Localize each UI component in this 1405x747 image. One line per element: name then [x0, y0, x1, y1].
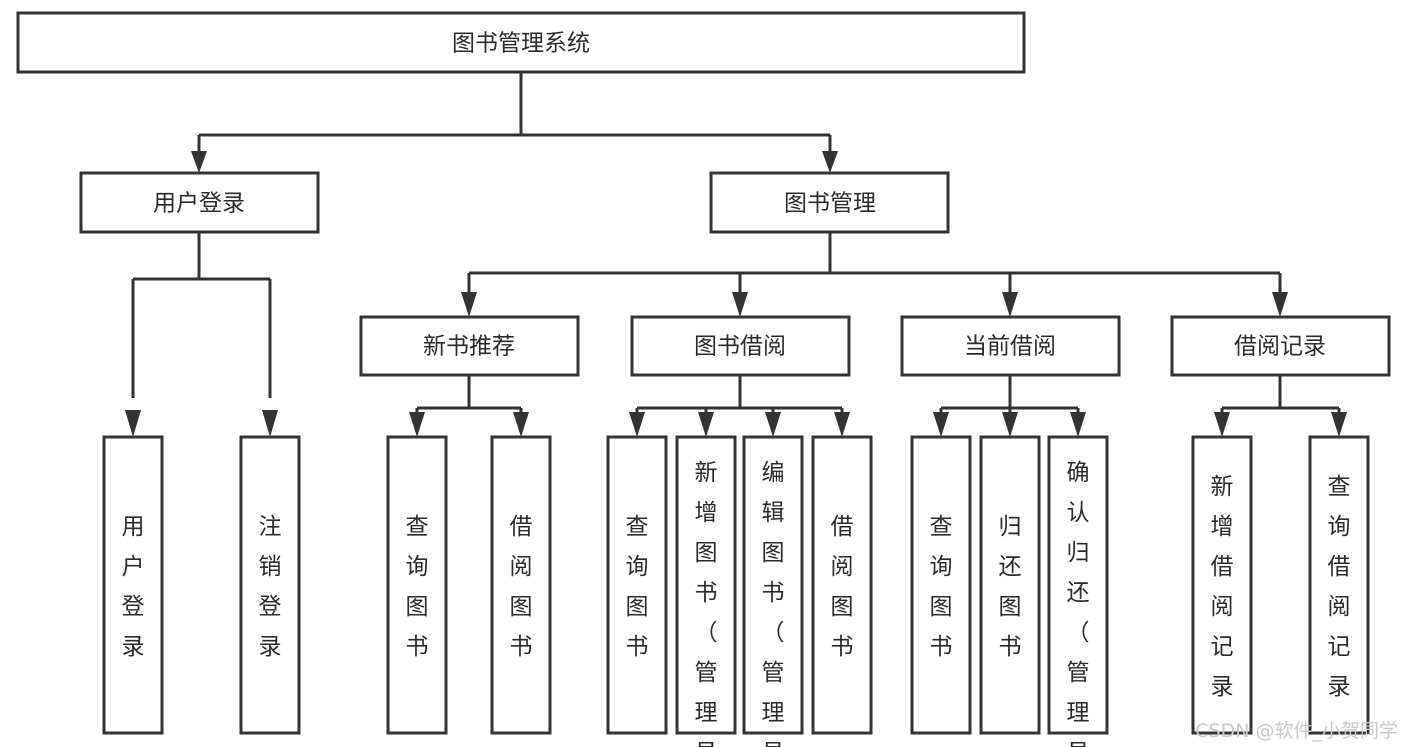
arrow-new-book-leaf-1	[409, 412, 425, 437]
arrow-br-leaf-2	[1331, 412, 1347, 437]
node-new-book-recommend-label: 新书推荐	[423, 334, 515, 360]
leaf-user-login-1-box[interactable]	[102, 435, 164, 735]
leaf-new-book-2[interactable]: 借阅图书	[490, 435, 552, 735]
node-new-book-recommend-box[interactable]	[359, 315, 580, 377]
node-current-borrow[interactable]: 当前借阅	[900, 315, 1121, 377]
node-book-borrow[interactable]: 图书借阅	[630, 315, 851, 377]
arrow-br-leaf-1	[1214, 412, 1230, 437]
node-root-label: 图书管理系统	[452, 31, 590, 57]
arrow-user-login-leaf-1	[125, 410, 141, 437]
node-book-management-box[interactable]	[709, 171, 950, 234]
leaf-book-borrow-4[interactable]: 借阅图书	[811, 435, 873, 735]
arrow-new-book-leaf-2	[513, 412, 529, 437]
leaf-new-book-1-label: 查询图书	[406, 514, 429, 660]
arrow-bb-leaf-2	[698, 412, 714, 437]
leaf-new-book-1-box[interactable]	[386, 435, 448, 735]
leaf-current-borrow-2-label: 归还图书	[999, 514, 1022, 660]
arrow-root-to-user-login	[191, 151, 207, 173]
leaf-book-borrow-1-box[interactable]	[606, 435, 668, 735]
leaf-current-borrow-3-box[interactable]	[1047, 435, 1109, 735]
node-user-login-box[interactable]	[79, 171, 320, 234]
leaf-user-login-2[interactable]: 注销登录	[239, 435, 301, 735]
leaf-book-borrow-3-label: 编辑图书（管理员）	[762, 460, 785, 747]
node-borrow-record[interactable]: 借阅记录	[1170, 315, 1391, 377]
leaf-borrow-record-2[interactable]: 查询借阅记录	[1308, 435, 1370, 735]
arrow-bm-to-new-book	[461, 292, 477, 317]
leaf-new-book-2-label: 借阅图书	[510, 514, 533, 660]
leaf-current-borrow-3-label: 确认归还（管理员）	[1067, 460, 1090, 747]
leaf-borrow-record-1-label: 新增借阅记录	[1211, 474, 1234, 700]
leaf-book-borrow-3-box[interactable]	[742, 435, 804, 735]
edge-layer	[125, 72, 1347, 437]
node-borrow-record-box[interactable]	[1170, 315, 1391, 377]
arrow-cb-leaf-1	[933, 412, 949, 437]
node-book-borrow-box[interactable]	[630, 315, 851, 377]
arrow-bb-leaf-1	[629, 412, 645, 437]
leaf-current-borrow-2[interactable]: 归还图书	[979, 435, 1041, 735]
leaf-borrow-record-2-label: 查询借阅记录	[1328, 474, 1351, 700]
leaf-borrow-record-1-box[interactable]	[1191, 435, 1253, 735]
arrow-user-login-leaf-2	[262, 410, 278, 437]
leaf-book-borrow-1[interactable]: 查询图书	[606, 435, 668, 735]
leaf-current-borrow-1-box[interactable]	[910, 435, 972, 735]
leaf-user-login-1[interactable]: 用户登录	[102, 435, 164, 735]
node-book-borrow-label: 图书借阅	[694, 334, 786, 360]
arrow-bm-to-book-borrow	[732, 292, 748, 317]
arrow-bb-leaf-4	[834, 412, 850, 437]
node-book-management[interactable]: 图书管理	[709, 171, 950, 234]
leaf-current-borrow-1[interactable]: 查询图书	[910, 435, 972, 735]
leaf-book-borrow-2[interactable]: 新增图书（管理员）	[675, 435, 737, 747]
leaf-book-borrow-3[interactable]: 编辑图书（管理员）	[742, 435, 804, 747]
node-current-borrow-label: 当前借阅	[964, 334, 1056, 360]
leaf-borrow-record-1[interactable]: 新增借阅记录	[1191, 435, 1253, 735]
arrow-bb-leaf-3	[765, 412, 781, 437]
leaf-book-borrow-4-label: 借阅图书	[831, 514, 854, 660]
arrow-bm-to-borrow-record	[1272, 292, 1288, 317]
leaf-book-borrow-2-label: 新增图书（管理员）	[695, 460, 718, 747]
leaf-user-login-1-label: 用户登录	[122, 514, 145, 660]
node-book-management-label: 图书管理	[784, 191, 876, 217]
node-user-login-label: 用户登录	[153, 191, 245, 217]
leaf-current-borrow-1-label: 查询图书	[930, 514, 953, 660]
leaf-user-login-2-label: 注销登录	[259, 514, 282, 660]
leaf-new-book-1[interactable]: 查询图书	[386, 435, 448, 735]
arrow-cb-leaf-2	[1002, 412, 1018, 437]
node-new-book-recommend[interactable]: 新书推荐	[359, 315, 580, 377]
node-root[interactable]: 图书管理系统	[16, 11, 1026, 74]
leaf-book-borrow-4-box[interactable]	[811, 435, 873, 735]
leaf-user-login-2-box[interactable]	[239, 435, 301, 735]
leaf-new-book-2-box[interactable]	[490, 435, 552, 735]
node-user-login[interactable]: 用户登录	[79, 171, 320, 234]
csdn-watermark: CSDN @软件_小贺同学	[1195, 720, 1398, 742]
leaf-current-borrow-2-box[interactable]	[979, 435, 1041, 735]
arrow-bm-to-current-borrow	[1002, 292, 1018, 317]
leaf-borrow-record-2-box[interactable]	[1308, 435, 1370, 735]
arrow-root-to-book-mgmt	[822, 151, 838, 173]
arrow-cb-leaf-3	[1070, 412, 1086, 437]
node-current-borrow-box[interactable]	[900, 315, 1121, 377]
leaf-book-borrow-2-box[interactable]	[675, 435, 737, 735]
leaf-current-borrow-3[interactable]: 确认归还（管理员）	[1047, 435, 1109, 747]
node-root-box[interactable]	[16, 11, 1026, 74]
node-borrow-record-label: 借阅记录	[1234, 334, 1326, 360]
leaf-book-borrow-1-label: 查询图书	[626, 514, 649, 660]
